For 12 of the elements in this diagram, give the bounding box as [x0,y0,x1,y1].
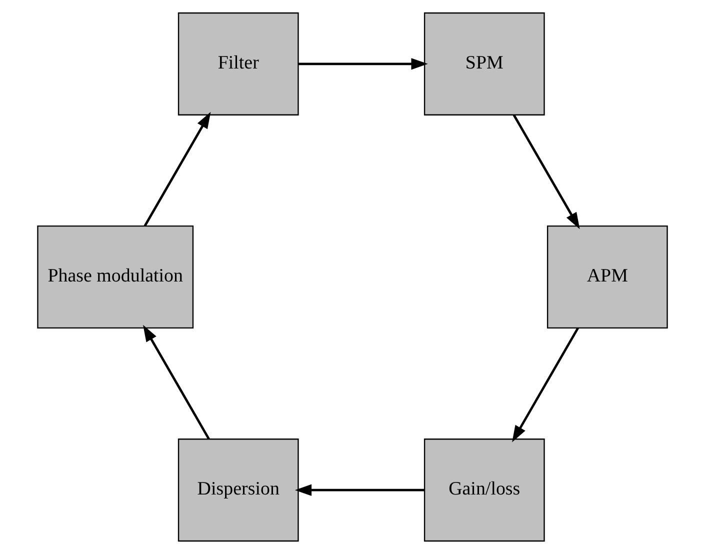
arrow [512,114,580,230]
node-box: Phase modulation [37,225,194,329]
arrow [298,58,428,70]
arrow [294,484,425,496]
node-box: SPM [424,12,545,116]
node-box: Filter [178,12,299,116]
arrow [512,327,579,442]
node-box: Dispersion [178,438,299,542]
arrow [144,112,211,227]
arrow [143,324,210,440]
node-box: APM [546,225,668,329]
node-box: Gain/loss [424,438,545,542]
